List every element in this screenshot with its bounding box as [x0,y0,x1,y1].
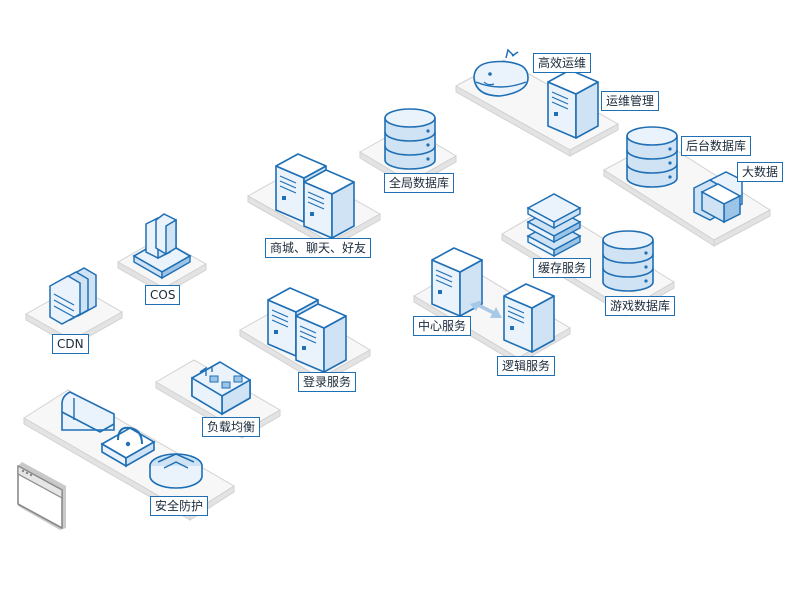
load-balancer-icon [191,361,251,416]
browser-window-icon [17,462,66,530]
label-dashuju: 大数据 [737,162,784,182]
logic-server-icon [503,283,555,353]
game-database-icon [602,230,654,292]
label-houtai-shujuku: 后台数据库 [681,136,752,156]
cos-icon [132,213,192,280]
global-database-icon [384,108,436,170]
label-fuzai-junheng: 负载均衡 [202,417,261,437]
label-denglu-fuwu: 登录服务 [298,372,357,392]
label-luoji-fuwu: 逻辑服务 [497,356,556,376]
bigdata-icon [693,171,743,224]
label-huancun-fuwu: 缓存服务 [533,258,592,278]
bidirectional-arrow-icon [470,300,502,318]
cache-stack-icon [526,193,582,258]
whale-icon [473,48,529,97]
label-yunwei-guanli: 运维管理 [601,91,660,111]
lock-icon [100,426,156,468]
label-cos: COS [145,285,181,305]
mall-server-icon-2 [303,169,355,239]
label-anquan-fanghu: 安全防护 [150,496,209,516]
backend-database-icon [626,126,678,188]
label-cdn: CDN [52,334,89,354]
label-quanju-shujuku: 全局数据库 [384,173,455,193]
login-server-icon-2 [295,303,347,373]
ops-server-icon [547,69,599,139]
label-zhongxin-fuwu: 中心服务 [413,316,472,336]
cdn-icon [49,267,97,325]
label-gaoxiao-yunwei: 高效运维 [533,53,592,73]
shield-icon [149,453,203,489]
firewall-icon [61,391,115,433]
label-youxi-shujuku: 游戏数据库 [605,296,676,316]
label-shangcheng: 商城、聊天、好友 [265,238,372,258]
